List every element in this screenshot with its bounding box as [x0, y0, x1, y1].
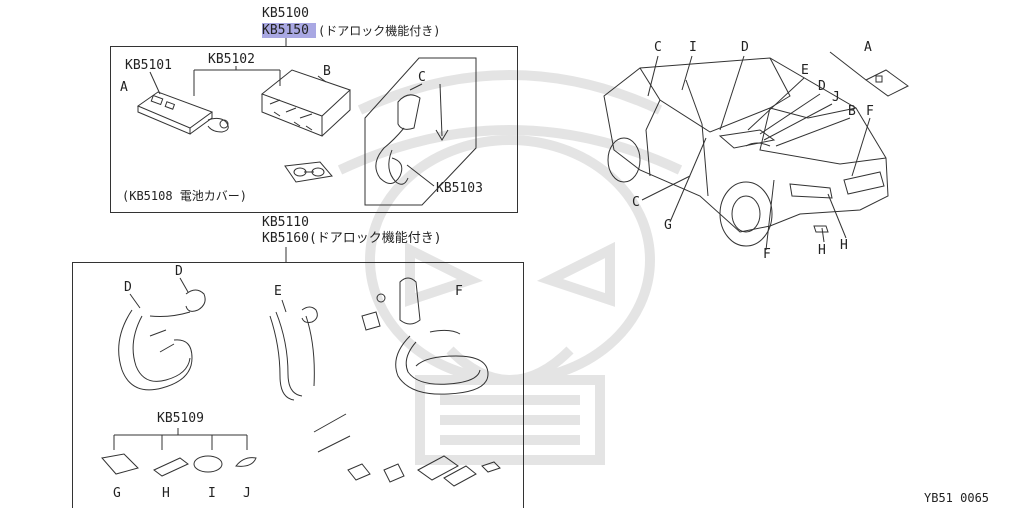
group1-code-alt-note: (ドアロック機能付き) [318, 24, 441, 38]
part-kb5102-label: KB5102 [208, 52, 255, 67]
samurai-helmet-watermark-icon [337, 70, 683, 465]
car-label-f-bottom: F [763, 247, 771, 262]
remote-key-small-icon [829, 51, 909, 97]
part-b-label: B [323, 64, 331, 79]
part-i-label: I [208, 486, 216, 501]
car-icon [603, 57, 889, 247]
group2-parts-box [72, 262, 524, 508]
actuator-icon [361, 277, 489, 395]
control-unit-icon [260, 69, 351, 137]
group1-parts-box [110, 46, 518, 213]
part-kb5103-label: KB5103 [436, 181, 483, 196]
group1-code: KB5100 [262, 6, 309, 21]
part-kb5108-note: (KB5108 電池カバー) [122, 189, 248, 203]
car-label-a-remote: A [864, 40, 872, 55]
part-kb5101-label: KB5101 [125, 58, 172, 73]
car-label-h-right: H [840, 238, 848, 253]
group2-code: KB5110 [262, 215, 309, 230]
part-kb5109-label: KB5109 [157, 411, 204, 426]
antenna-cable-icon [375, 83, 449, 185]
cable-ties-icon [313, 413, 501, 487]
car-label-d-top: D [741, 40, 749, 55]
car-label-e: E [801, 63, 809, 78]
car-label-d-right: D [818, 79, 826, 94]
remote-key-icon [136, 91, 229, 135]
group2-code-alt: KB5160(ドアロック機能付き) [262, 231, 442, 246]
bracket-parts-icon [101, 453, 257, 477]
car-label-g: G [664, 218, 672, 233]
door-harness-icon [118, 277, 206, 391]
part-d1-label: D [124, 280, 132, 295]
car-label-c-left: C [632, 195, 640, 210]
car-label-c-top: C [654, 40, 662, 55]
car-label-i-top: I [689, 40, 697, 55]
part-g-label: G [113, 486, 121, 501]
diagram-code-footer: YB51 0065 [924, 491, 990, 505]
part-f-label: F [455, 284, 463, 299]
part-d2-label: D [175, 264, 183, 279]
part-c-label: C [418, 70, 426, 85]
car-label-f-right: F [866, 104, 874, 119]
battery-cover-icon [284, 161, 333, 183]
part-e-label: E [274, 284, 282, 299]
car-label-b: B [848, 104, 856, 119]
part-j-label: J [243, 486, 251, 501]
part-h-label: H [162, 486, 170, 501]
group1-code-highlight [262, 23, 316, 38]
car-label-h-bottom: H [818, 243, 826, 258]
car-label-j: J [832, 90, 840, 105]
group1-code-alt[interactable]: KB5150 [262, 23, 309, 38]
part-a-label: A [120, 80, 128, 95]
wire-harness-icon [269, 299, 318, 401]
